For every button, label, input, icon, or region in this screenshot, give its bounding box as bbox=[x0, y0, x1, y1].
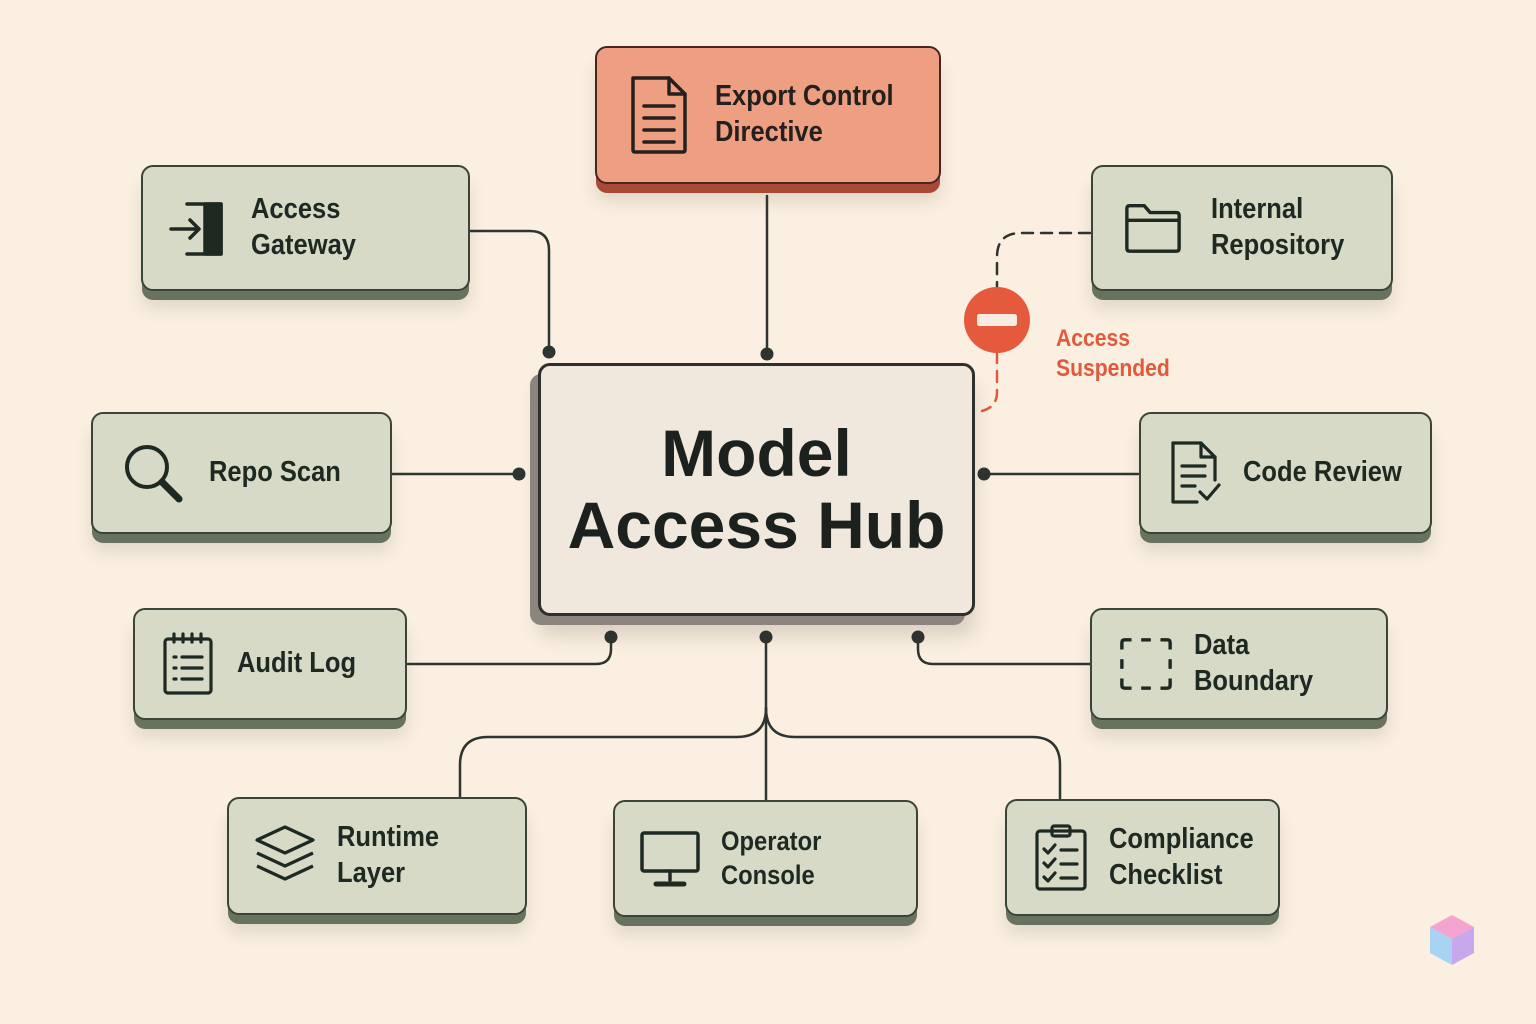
port-dot bbox=[512, 467, 526, 481]
node-audit-log[interactable]: Audit Log bbox=[133, 608, 407, 720]
connector-runtime-layer bbox=[458, 706, 768, 800]
port-dot bbox=[542, 345, 556, 359]
node-label: Runtime Layer bbox=[337, 821, 440, 889]
port-dot bbox=[911, 630, 925, 644]
connector-internal-repository-suspended bbox=[995, 231, 1092, 290]
login-door-icon bbox=[167, 196, 227, 260]
node-label: Compliance Checklist bbox=[1109, 822, 1254, 891]
monitor-icon bbox=[639, 828, 701, 890]
hub-model-access-hub[interactable]: Model Access Hub bbox=[538, 363, 975, 616]
minus-circle-icon bbox=[964, 287, 1030, 353]
port-dot bbox=[977, 467, 991, 481]
connector-access-gateway bbox=[468, 229, 551, 354]
node-code-review[interactable]: Code Review bbox=[1139, 412, 1432, 534]
node-label: Internal Repository bbox=[1211, 193, 1345, 261]
node-label: Code Review bbox=[1243, 456, 1402, 489]
node-label: Repo Scan bbox=[209, 456, 341, 489]
connector-compliance-checklist bbox=[764, 706, 1062, 802]
document-icon bbox=[627, 74, 691, 156]
document-check-icon bbox=[1169, 440, 1223, 506]
node-internal-repository[interactable]: Internal Repository bbox=[1091, 165, 1393, 291]
node-label: Data Boundary bbox=[1194, 629, 1314, 697]
hub-label: Model Access Hub bbox=[567, 416, 946, 562]
cube-logo-icon bbox=[1430, 915, 1474, 965]
connector-audit-log bbox=[406, 636, 613, 666]
node-access-gateway[interactable]: Access Gateway bbox=[141, 165, 470, 291]
node-compliance-checklist[interactable]: Compliance Checklist bbox=[1005, 799, 1280, 916]
connector-data-boundary bbox=[916, 636, 1092, 666]
port-dot bbox=[759, 630, 773, 644]
magnifier-icon bbox=[121, 441, 187, 505]
access-suspended-label: Access Suspended bbox=[1056, 325, 1170, 382]
node-label: Export Control Directive bbox=[715, 80, 894, 148]
connector-internal-repository-suspended-lower bbox=[980, 350, 999, 413]
node-label: Operator Console bbox=[721, 826, 822, 890]
layers-icon bbox=[253, 823, 317, 889]
node-operator-console[interactable]: Operator Console bbox=[613, 800, 918, 917]
dashed-square-icon bbox=[1118, 635, 1174, 693]
port-dot bbox=[604, 630, 618, 644]
clipboard-checklist-icon bbox=[1033, 823, 1089, 893]
node-runtime-layer[interactable]: Runtime Layer bbox=[227, 797, 527, 915]
node-label: Access Gateway bbox=[251, 193, 356, 261]
node-label: Audit Log bbox=[237, 647, 357, 680]
node-repo-scan[interactable]: Repo Scan bbox=[91, 412, 392, 534]
node-export-control-directive[interactable]: Export Control Directive bbox=[595, 46, 941, 184]
notepad-list-icon bbox=[161, 631, 215, 697]
folder-icon bbox=[1123, 200, 1183, 256]
port-dot bbox=[760, 347, 774, 361]
node-data-boundary[interactable]: Data Boundary bbox=[1090, 608, 1388, 720]
